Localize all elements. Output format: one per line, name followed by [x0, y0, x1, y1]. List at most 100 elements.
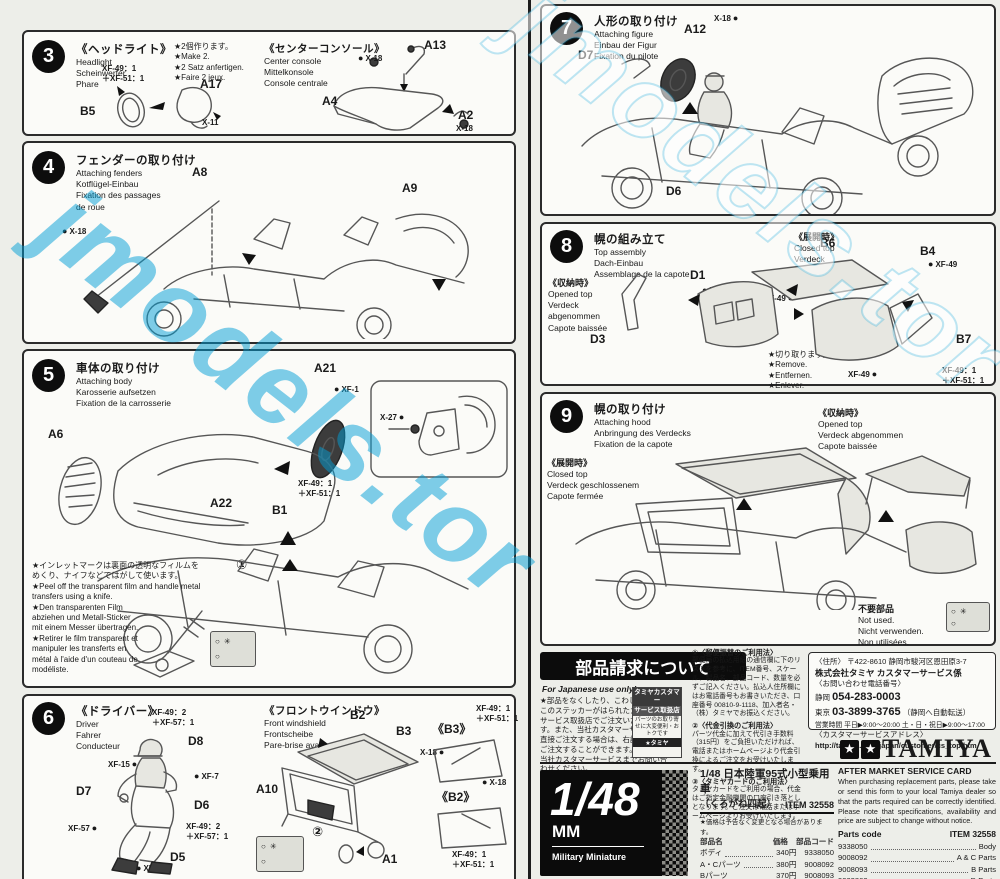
decal-circle-icon: ○	[261, 857, 266, 866]
step7-title-fr: Fixation du pilote	[594, 51, 659, 62]
step5-title: 車体の取り付け Attaching body Karosserie aufset…	[76, 360, 171, 410]
decal-circle-icon: ○	[215, 652, 220, 661]
step5-title-fr: Fixation de la carrosserie	[76, 398, 171, 409]
console-title-de: Mittelkonsole	[264, 67, 314, 78]
tamiya-star-icon: ★	[861, 739, 880, 759]
paint-callout: ● X-18	[358, 54, 383, 64]
condition-en: Opened top	[548, 289, 593, 299]
step9-title-en: Attaching hood	[594, 417, 651, 427]
kit-title: 1/48 日本陸軍95式小型乗用車	[700, 768, 830, 795]
circled-number: ①	[236, 557, 248, 572]
part-label: A17	[200, 77, 223, 91]
not-used-jp: 不要部品	[858, 604, 895, 614]
decal-circle-icon: ○	[261, 842, 266, 851]
kit-subtitle: （くろがね四起）	[700, 799, 777, 810]
address-box: 〈住所〉 〒422-8610 静岡市駿河区恩田原3-7 株式会社タミヤ カスタマ…	[808, 652, 996, 750]
address-label: 〈住所〉	[815, 657, 845, 666]
step3-title-de: Scheinwerfer	[76, 68, 126, 79]
headlight-illustration	[116, 86, 221, 129]
paint-label: XF-49	[764, 294, 786, 303]
phone1-prefix: 静岡	[815, 692, 830, 702]
part-label: A4	[322, 94, 338, 108]
step9-opened-label: 《収納時》 Opened top Verdeck abgenommen Capo…	[818, 406, 903, 453]
paint-callout: ● X-18	[482, 778, 506, 788]
address-company: 株式会社タミヤ カスタマーサービス係	[815, 667, 962, 678]
paint-label: X-18	[420, 748, 437, 757]
part-label: A6	[48, 427, 64, 441]
step7-title-jp: 人形の取り付け	[594, 16, 678, 28]
halftone-pattern	[662, 770, 688, 876]
amsc-item: ITEM 32558	[949, 829, 996, 840]
windshield-title-de: Frontscheibe	[264, 729, 314, 740]
paint-label: XF-7	[201, 772, 219, 781]
parts-request-left-text: ★部品をなくしたり、こわした方は、このステッカーがはられたカスタマーサービス取扱…	[540, 696, 668, 774]
paint-label: XF-15	[108, 760, 130, 769]
step4-title-jp: フェンダーの取り付け	[76, 155, 196, 167]
step8-title: 幌の組み立て Top assembly Dach-Einbau Assembla…	[594, 231, 689, 281]
paint-mark-icon: ●	[928, 259, 934, 269]
scale-rule	[552, 846, 644, 847]
part-label: D6	[666, 184, 682, 198]
footer-section: 1/48 MM Military Miniature 1/48 日本陸軍95式小…	[540, 766, 996, 879]
step6-title: 《ドライバー》 Driver Fahrer Conducteur	[76, 703, 160, 753]
decal-circle-icon: ○	[951, 618, 956, 628]
paint-label: XF-49：1＋XF-51：1	[942, 366, 985, 385]
part-label: 《B2》	[436, 790, 476, 804]
paint-label: XF-49：1＋XF-51：1	[452, 850, 495, 869]
method3-heading: ③〈タミヤカードのご利用法〉	[692, 776, 792, 786]
window-b2-illustration	[437, 807, 507, 849]
col-code: 部品コード	[796, 837, 834, 846]
paint-callout: XF-49 ●	[848, 370, 877, 380]
paint-label: XF-49	[848, 370, 870, 379]
paint-callout: XF-15 ●	[108, 760, 137, 770]
step9-title-jp: 幌の取り付け	[594, 404, 666, 416]
note-line: ★Peel off the transparent film and handl…	[32, 581, 201, 602]
part-label: B7	[956, 332, 972, 346]
part-label: D1	[690, 268, 706, 282]
part-label: D7	[578, 48, 594, 62]
step8-title-en: Top assembly	[594, 247, 646, 257]
sticker-footer: ★タミヤ	[633, 738, 681, 748]
phone-label: 〈お問い合わせ電話番号〉	[815, 679, 905, 689]
condition-de2: abgenommen	[548, 311, 600, 322]
amsc-row: 9003862D Parts	[838, 875, 996, 879]
console-illustration	[333, 45, 469, 131]
sticker-body: パーツのお取り寄せに大変便利・おトクです	[634, 717, 679, 737]
step8-title-de: Dach-Einbau	[594, 258, 644, 269]
note-line: ★Enlever.	[768, 381, 805, 391]
phone2-prefix: 東京	[815, 708, 830, 718]
hood-attach-illustration	[575, 447, 977, 610]
windshield-title: 《フロントウインドウ》 Front windshield Frontscheib…	[264, 703, 385, 752]
paint-label: XF-49	[935, 260, 958, 269]
step4-number: 4	[32, 151, 65, 184]
tamiya-wordmark: TAMIYA	[882, 734, 993, 763]
paint-mark-icon: ●	[398, 412, 405, 422]
paint-mark-icon: ●	[194, 771, 200, 781]
paint-callout: XF-57 ●	[68, 824, 97, 834]
step6-number: 6	[32, 702, 65, 735]
item-number: ITEM 32558	[784, 800, 834, 810]
note-line: ★Faire 2 jeux.	[174, 73, 226, 83]
amsc-title: AFTER MARKET SERVICE CARD	[838, 766, 972, 776]
part-label: 《B3》	[432, 722, 472, 736]
dealer-sticker: タミヤカスタマー サービス取扱店 パーツのお取り寄せに大変便利・おトクです ★タ…	[632, 687, 682, 758]
step7-title-de: Einbau der Figur	[594, 40, 657, 51]
decal-mark-icon: ✳	[959, 606, 967, 616]
not-used-en: Not used.	[858, 615, 895, 625]
step9-closed-label: 《展開時》 Closed top Verdeck geschlossenem C…	[547, 456, 639, 503]
scale-mm: MM	[552, 822, 581, 841]
console-title: 《センターコンソール》 Center console Mittelkonsole…	[264, 41, 385, 90]
paint-label: X-18	[365, 54, 383, 63]
step7-title: 人形の取り付け Attaching figure Einbau der Figu…	[594, 13, 678, 63]
step3-title: 《ヘッドライト》 Headlight Scheinwerfer Phare	[76, 41, 172, 91]
part-label: B1	[272, 503, 288, 517]
part-label: D5	[170, 850, 186, 864]
hours: 営業時間 平日▶9:00〜20:00 土・日・祝日▶9:00〜17:00	[815, 721, 985, 729]
part-label: B2	[350, 708, 366, 722]
condition-de: Verdeck	[548, 300, 579, 311]
step9-title-de: Anbringung des Verdecks	[594, 428, 691, 439]
step7-title-en: Attaching figure	[594, 29, 654, 39]
decal-mark-icon: ✳	[269, 842, 277, 851]
